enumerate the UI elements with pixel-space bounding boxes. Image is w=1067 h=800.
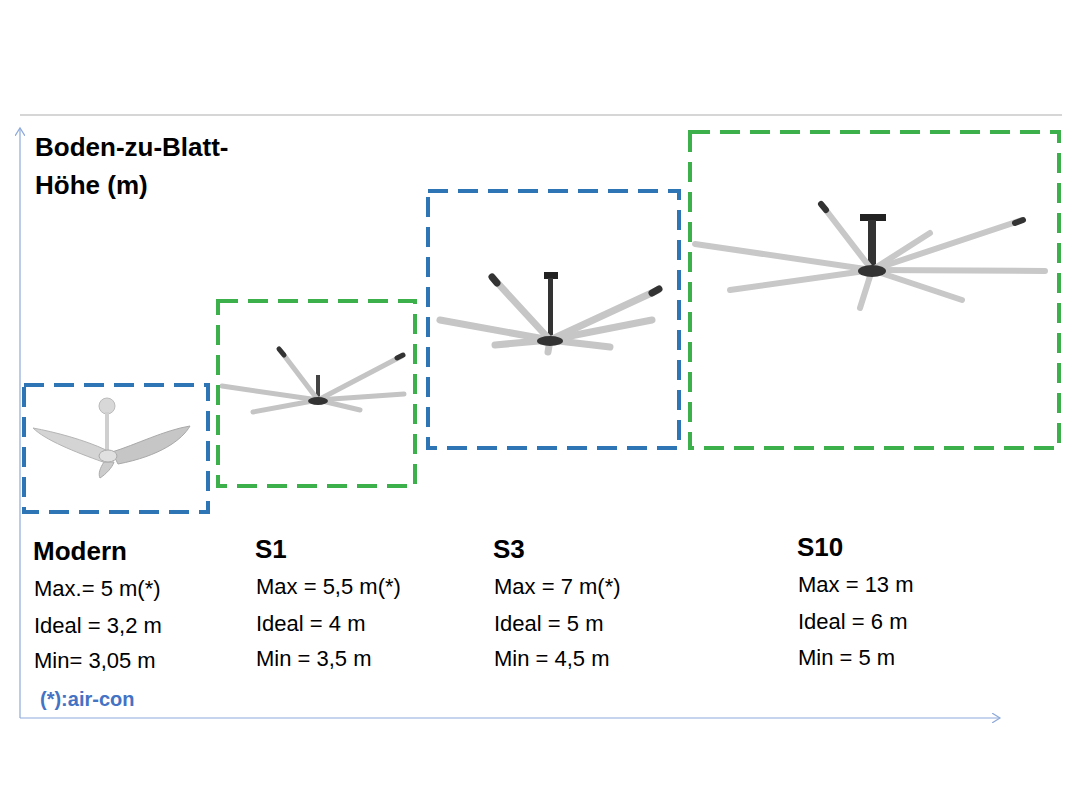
height-spec: Min = 3,5 m [256, 646, 372, 672]
height-spec: Min = 4,5 m [494, 646, 610, 672]
dashed-outline [426, 189, 681, 450]
height-spec: Ideal = 3,2 m [34, 613, 162, 639]
dashed-outline [22, 383, 210, 514]
height-spec: Max = 5,5 m(*) [256, 574, 401, 600]
s10-fan [695, 204, 1045, 308]
model-name: Modern [33, 536, 127, 567]
x-axis [20, 717, 1000, 718]
height-spec: Ideal = 5 m [494, 611, 603, 637]
height-spec: Min = 5 m [798, 645, 895, 671]
model-name: S1 [255, 534, 287, 565]
axis-title: Boden-zu-Blatt-Höhe (m) [35, 128, 280, 204]
height-spec: Min= 3,05 m [34, 648, 156, 674]
fan-range-box: S1Max = 5,5 m(*)Ideal = 4 mMin = 3,5 m [216, 299, 417, 488]
model-name: S3 [493, 534, 525, 565]
dashed-outline [216, 299, 417, 488]
height-spec: Max.= 5 m(*) [34, 576, 161, 602]
dashed-outline [688, 130, 1061, 450]
height-spec: Ideal = 6 m [798, 609, 907, 635]
height-spec: Ideal = 4 m [256, 611, 365, 637]
fan-range-box: ModernMax.= 5 m(*)Ideal = 3,2 mMin= 3,05… [22, 383, 210, 514]
footnote: (*):air-con [40, 688, 134, 711]
fan-range-box: S10Max = 13 mIdeal = 6 mMin = 5 m [688, 130, 1061, 450]
height-spec: Max = 7 m(*) [494, 574, 621, 600]
fan-range-box: S3Max = 7 m(*)Ideal = 5 mMin = 4,5 m [426, 189, 681, 450]
s1-fan [222, 349, 404, 412]
top-rule [20, 114, 1062, 116]
height-spec: Max = 13 m [798, 572, 914, 598]
y-axis [19, 128, 20, 718]
model-name: S10 [797, 532, 843, 563]
modern-fan [33, 398, 190, 478]
s3-fan [440, 272, 659, 352]
